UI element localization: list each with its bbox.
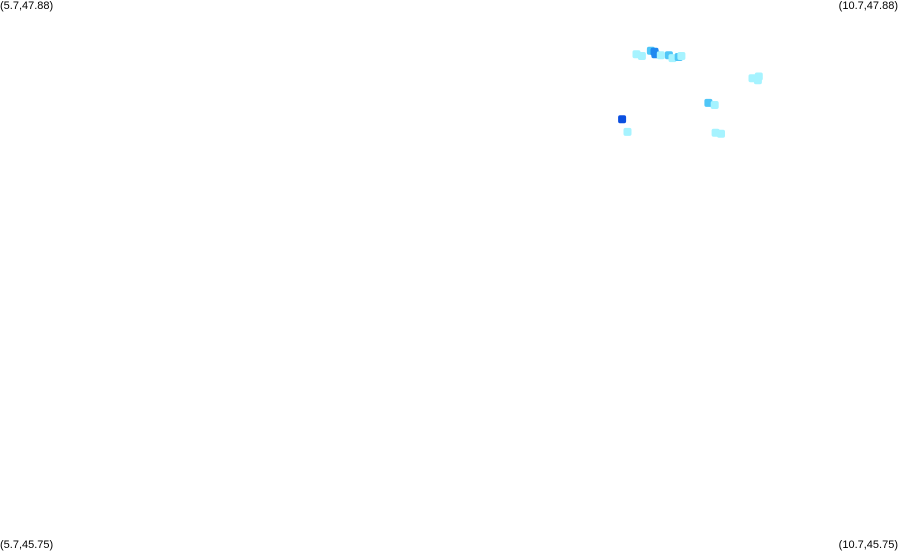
heat-cell-low: [717, 129, 725, 138]
heat-cell-low: [753, 76, 762, 85]
heat-cell-low: [710, 101, 719, 109]
heat-cell-low: [623, 127, 632, 136]
heat-cell-medium: [704, 98, 713, 107]
corner-label-top-right: (10.7,47.88): [838, 0, 898, 12]
corner-label-top-left: (5.7,47.88): [0, 0, 54, 12]
heat-cell-low: [637, 52, 646, 60]
heat-cell-low: [668, 54, 677, 63]
heat-cell-low: [656, 51, 665, 60]
corner-label-bottom-left: (5.7,45.75): [0, 539, 54, 551]
corner-label-bottom-right: (10.7,45.75): [838, 539, 898, 551]
heat-cell-peak: [618, 115, 627, 124]
heat-cell-low: [677, 52, 686, 60]
